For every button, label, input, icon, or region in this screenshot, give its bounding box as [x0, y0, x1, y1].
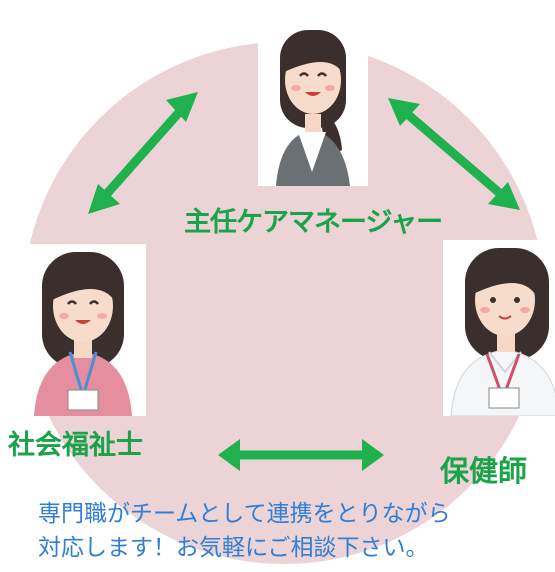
role-label-social-worker: 社会福祉士	[8, 430, 143, 461]
message-line-1: 専門職がチームとして連携をとりながら	[38, 501, 451, 527]
role-label-care-manager: 主任ケアマネージャー	[184, 207, 443, 238]
arrow-manager-nurse	[388, 98, 520, 210]
arrow-social-nurse	[218, 439, 384, 471]
message-line-2: 対応します！お気軽にご相談下さい。	[38, 535, 429, 561]
arrow-manager-social	[88, 92, 198, 214]
social-worker-illustration	[20, 244, 146, 416]
care-manager-illustration	[258, 10, 368, 186]
role-label-public-health-nurse: 保健師	[440, 454, 528, 488]
public-health-nurse-illustration	[443, 240, 555, 416]
